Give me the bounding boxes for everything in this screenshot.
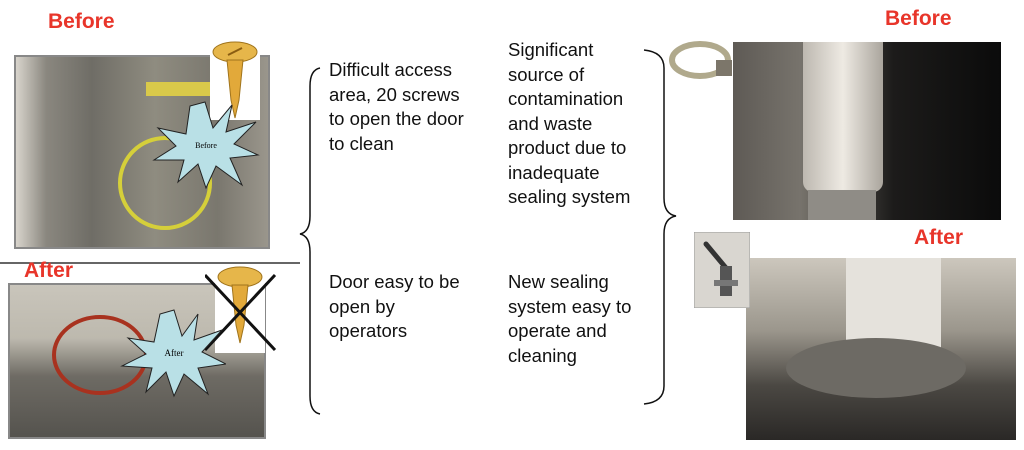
hose-clamp-icon: [669, 41, 732, 79]
after-label-left: After: [24, 259, 74, 282]
before-burst-text: Before: [195, 141, 217, 150]
before-label-left: Before: [48, 10, 115, 33]
after-starburst: After: [120, 309, 226, 398]
after-burst-text: After: [165, 348, 184, 358]
right-brace: [643, 49, 677, 405]
after-label-right: After: [914, 226, 964, 249]
screw-icon: [210, 40, 260, 120]
lever-latch-icon: [694, 232, 750, 308]
highlight-circle-yellow: [118, 136, 212, 230]
crossed-screw-icon: [205, 265, 277, 353]
before-seal-photo: [733, 42, 1001, 220]
before-starburst: Before: [152, 101, 260, 190]
before-label-right: Before: [885, 7, 952, 30]
after-seal-photo: [746, 258, 1016, 440]
left-brace: [299, 67, 321, 415]
